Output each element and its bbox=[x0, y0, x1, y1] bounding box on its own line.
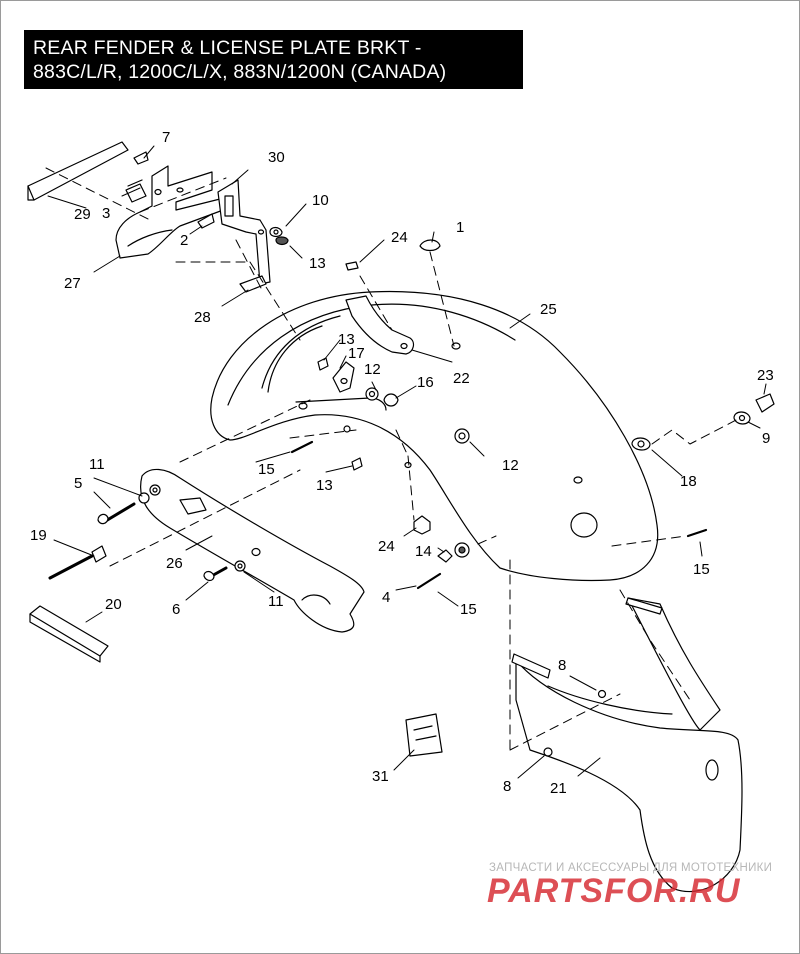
bracket-part-22 bbox=[345, 295, 415, 355]
pad-part-20 bbox=[29, 605, 109, 663]
callout-15b: 15 bbox=[460, 601, 477, 618]
strut-cover bbox=[140, 468, 365, 633]
callout-3: 3 bbox=[102, 205, 110, 222]
callout-13c: 13 bbox=[316, 477, 333, 494]
assembly-lines bbox=[45, 167, 741, 751]
leader-lines bbox=[47, 145, 767, 779]
title-line-1: REAR FENDER & LICENSE PLATE BRKT - bbox=[33, 37, 422, 59]
callout-19: 19 bbox=[30, 527, 47, 544]
callout-20: 20 bbox=[105, 596, 122, 613]
callout-9: 9 bbox=[762, 430, 770, 447]
callout-24a: 24 bbox=[391, 229, 408, 246]
strut-bolts bbox=[48, 484, 246, 582]
watermark-brand: PARTSFOR.RU bbox=[487, 872, 741, 910]
bracket-part-30 bbox=[217, 179, 271, 285]
callout-18: 18 bbox=[680, 473, 697, 490]
callout-22: 22 bbox=[453, 370, 470, 387]
fender-hardware bbox=[290, 357, 775, 590]
callout-5: 5 bbox=[74, 475, 82, 492]
callout-11b: 11 bbox=[268, 593, 284, 610]
reflector-part-31 bbox=[405, 713, 443, 757]
callout-14: 14 bbox=[415, 543, 432, 560]
callout-8a: 8 bbox=[558, 657, 566, 674]
license-plate-part-29 bbox=[27, 141, 129, 201]
callout-10: 10 bbox=[312, 192, 329, 209]
callout-8b: 8 bbox=[503, 778, 511, 795]
callout-12a: 12 bbox=[364, 361, 381, 378]
callout-6: 6 bbox=[172, 601, 180, 618]
callout-12b: 12 bbox=[502, 457, 519, 474]
bracket-part-28 bbox=[239, 275, 267, 293]
callout-1: 1 bbox=[456, 219, 464, 236]
callout-7: 7 bbox=[162, 129, 170, 146]
callout-16: 16 bbox=[417, 374, 434, 391]
callout-29: 29 bbox=[74, 206, 91, 223]
callout-30: 30 bbox=[268, 149, 285, 166]
diagram-title: REAR FENDER & LICENSE PLATE BRKT - 883C/… bbox=[24, 30, 523, 89]
callout-31: 31 bbox=[372, 768, 389, 785]
callout-17: 17 bbox=[348, 345, 365, 362]
callout-24b: 24 bbox=[378, 538, 395, 555]
fender-extension bbox=[511, 597, 743, 893]
callout-13a: 13 bbox=[309, 255, 326, 272]
callout-2: 2 bbox=[180, 232, 188, 249]
title-line-2: 883C/L/R, 1200C/L/X, 883N/1200N (CANADA) bbox=[33, 61, 447, 83]
callout-26: 26 bbox=[166, 555, 183, 572]
callout-25: 25 bbox=[540, 301, 557, 318]
callout-4: 4 bbox=[382, 589, 390, 606]
callout-27: 27 bbox=[64, 275, 81, 292]
callout-15a: 15 bbox=[258, 461, 275, 478]
watermark-tagline: ЗАПЧАСТИ И АКСЕССУАРЫ ДЛЯ МОТОТЕХНИКИ bbox=[489, 862, 773, 874]
fasteners-top bbox=[125, 151, 441, 271]
tab-part-17 bbox=[332, 361, 355, 393]
callout-15c: 15 bbox=[693, 561, 710, 578]
callout-21: 21 bbox=[550, 780, 567, 797]
callout-11a: 11 bbox=[89, 456, 105, 473]
callout-numbers: 1 2 3 4 5 6 7 8 8 9 10 11 11 12 12 13 13… bbox=[30, 129, 774, 797]
callout-13b: 13 bbox=[338, 331, 355, 348]
callout-28: 28 bbox=[194, 309, 211, 326]
callout-23: 23 bbox=[757, 367, 774, 384]
